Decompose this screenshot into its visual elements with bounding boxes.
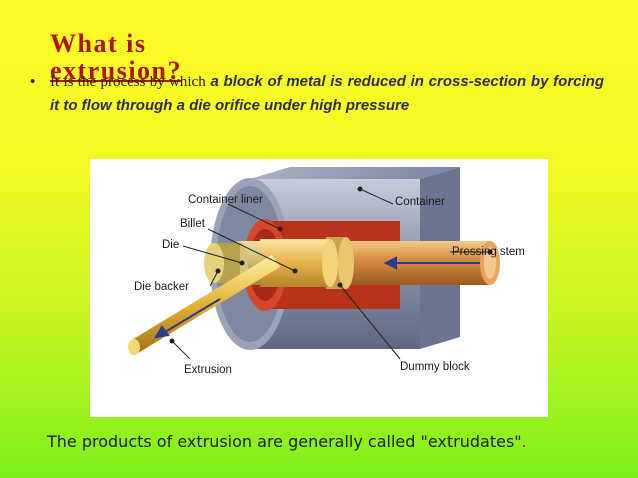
- extrusion-rod: [128, 255, 280, 355]
- slide-title: What is extrusion?: [50, 30, 182, 84]
- caption-text: The products of extrusion are generally …: [47, 432, 522, 451]
- flow-arrows: [154, 256, 480, 339]
- caption-tail: .: [521, 432, 527, 451]
- extrusion-diagram: Container liner Container Billet Die Pre…: [90, 159, 548, 417]
- caption: The products of extrusion are generally …: [47, 432, 527, 451]
- billet: [260, 239, 338, 287]
- bullet-dot-icon: •: [30, 73, 36, 90]
- label-dummy-block: Dummy block: [400, 361, 470, 373]
- title-line-1: What is: [50, 29, 147, 58]
- definition-lead: It is the process by which: [50, 74, 206, 90]
- definition-emphasis: a block of metal is reduced in cross-sec…: [50, 73, 605, 114]
- label-billet: Billet: [180, 218, 206, 230]
- extrusion-illustration: Container liner Container Billet Die Pre…: [128, 167, 525, 376]
- label-die-backer: Die backer: [134, 281, 189, 293]
- label-container: Container: [395, 196, 445, 208]
- label-container-liner: Container liner: [188, 194, 263, 206]
- label-extrusion: Extrusion: [184, 364, 232, 376]
- definition-text: It is the process by which a block of me…: [50, 70, 604, 117]
- label-pressing-stem: Pressing stem: [452, 246, 525, 258]
- leader-lines: [169, 186, 493, 360]
- title-line-2: extrusion?: [50, 56, 182, 85]
- definition-bullet: • It is the process by which a block of …: [26, 70, 604, 117]
- label-die: Die: [162, 239, 179, 251]
